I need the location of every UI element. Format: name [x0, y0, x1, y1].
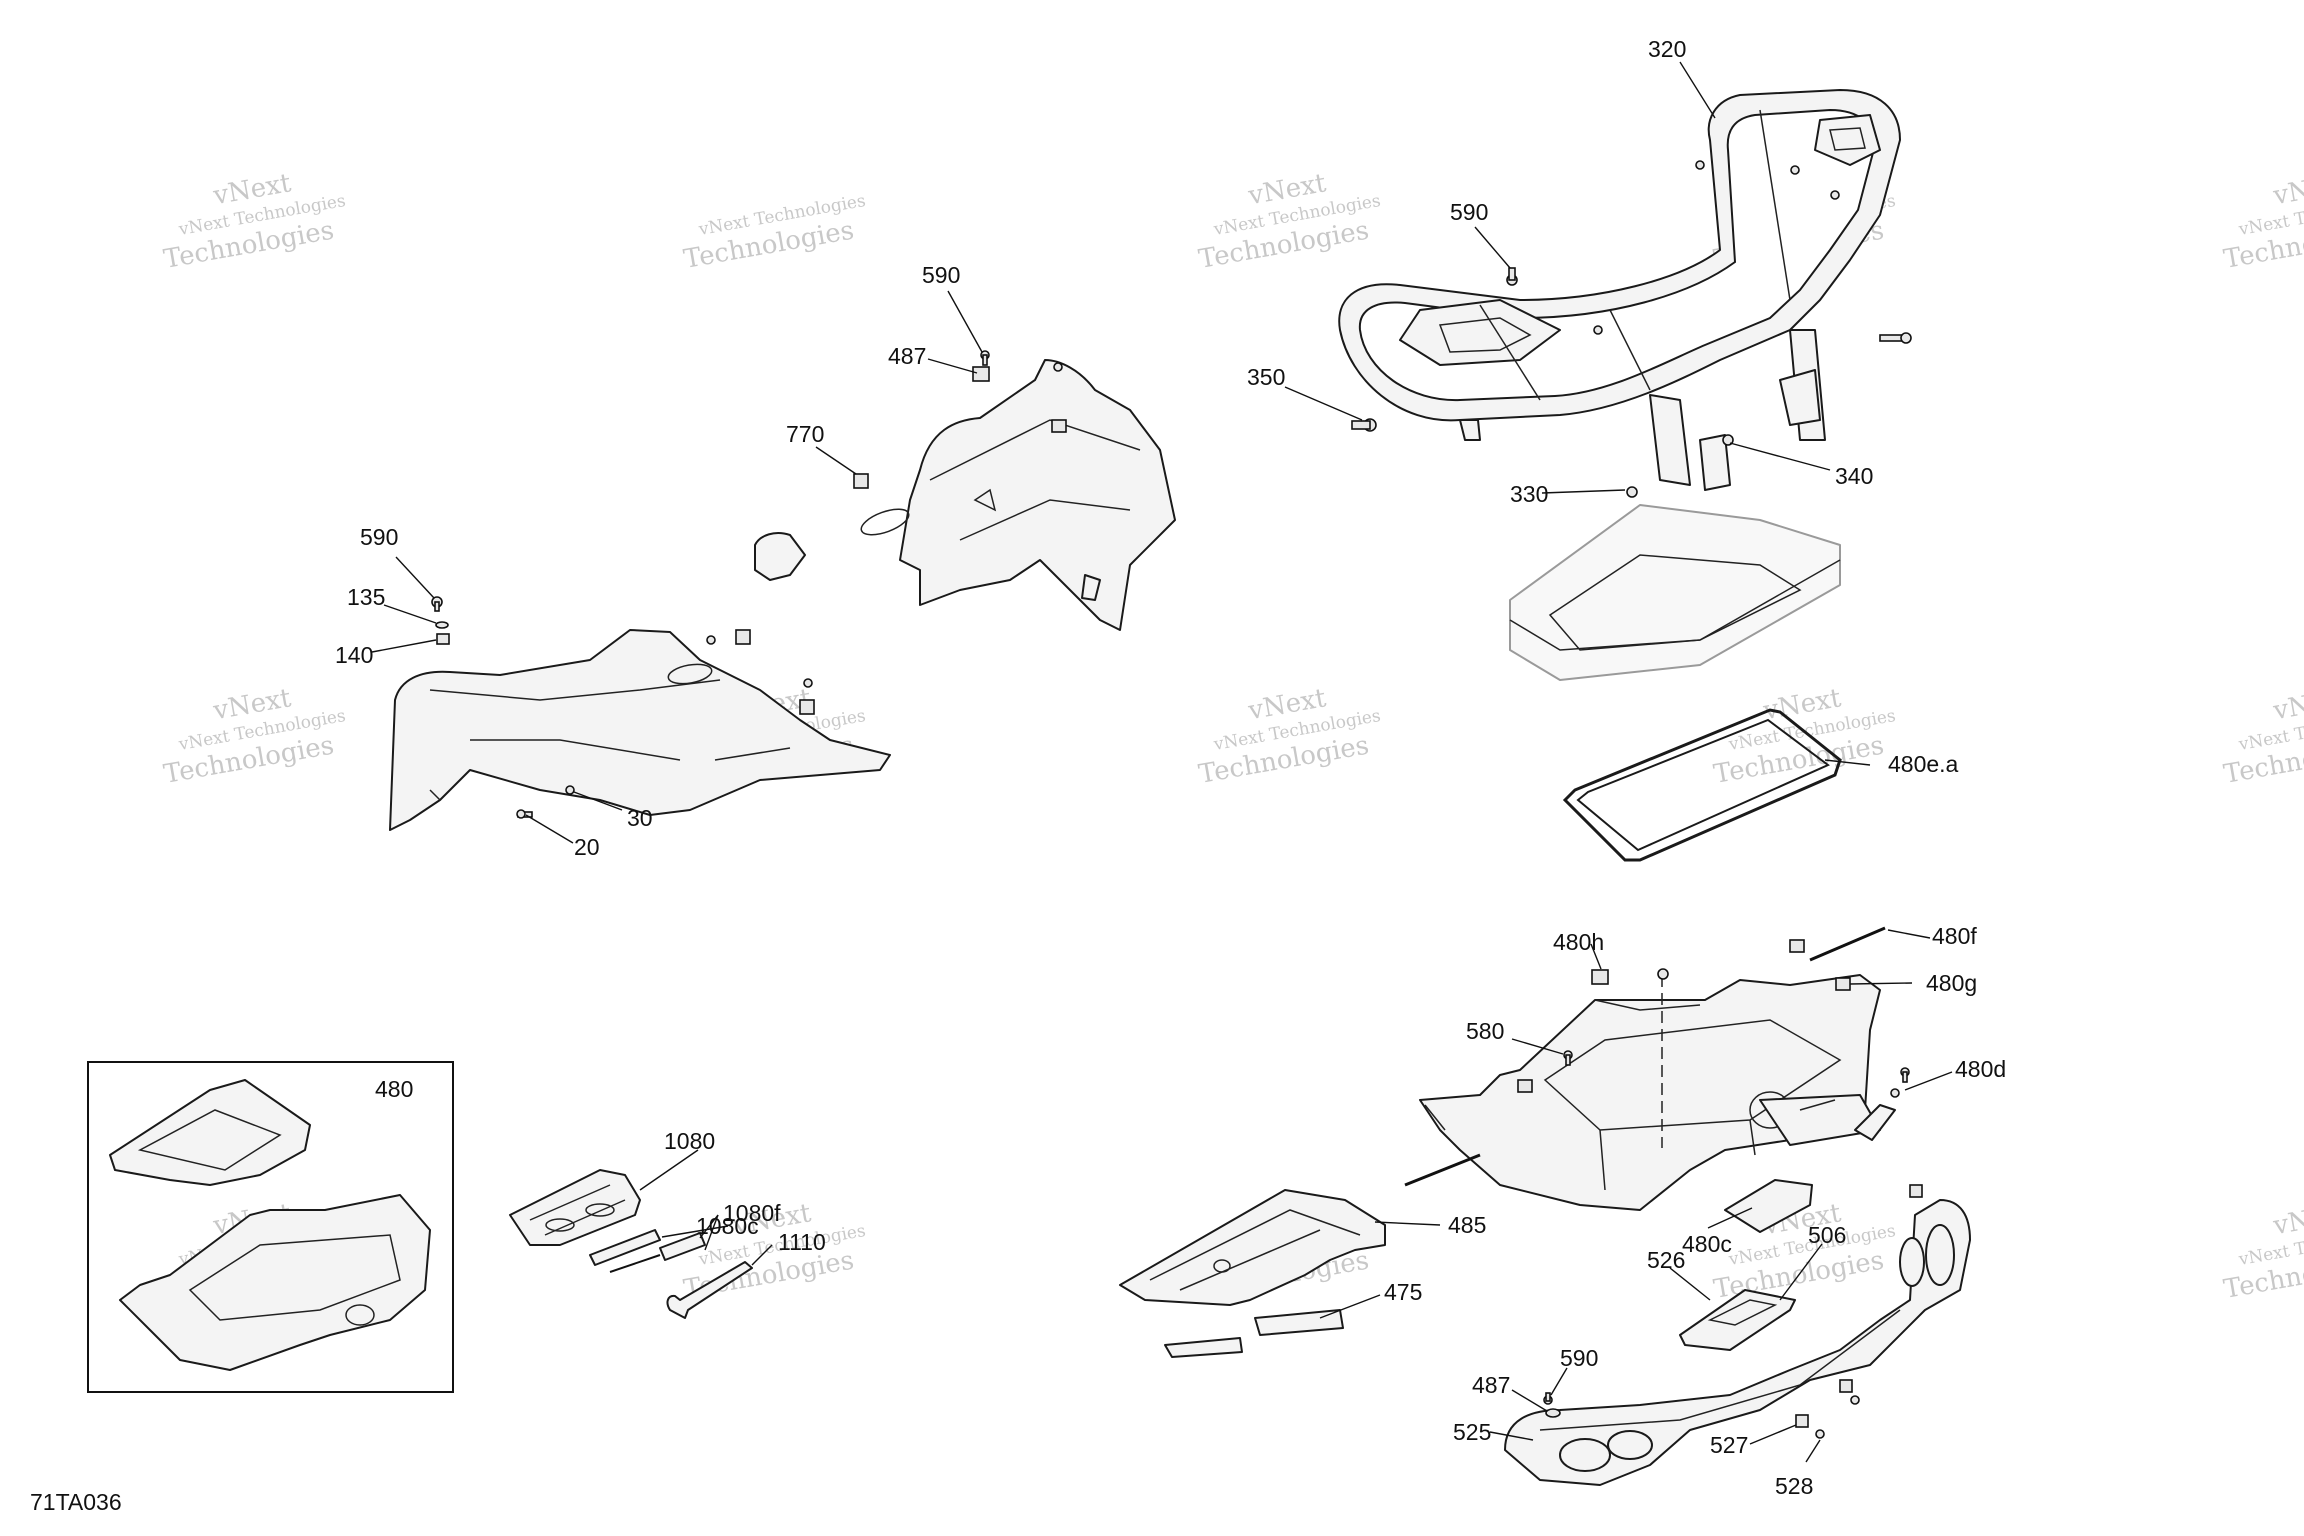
storage-tub: [1404, 926, 1910, 1233]
svg-text:vNext: vNext: [2270, 1198, 2304, 1241]
right-fender: [754, 350, 1176, 631]
pads: [1164, 1309, 1344, 1358]
callout-528: 528: [1775, 1473, 1813, 1499]
watermark: vNext vNext Technologies Technologies: [2222, 168, 2304, 275]
svg-text:vNext: vNext: [2270, 168, 2304, 211]
callout-20: 20: [574, 834, 600, 860]
callout-487: 487: [888, 343, 926, 369]
callout-340: 340: [1835, 463, 1873, 489]
callout-480h: 480h: [1553, 929, 1604, 955]
callout-1110: 1110: [778, 1229, 826, 1255]
seal-gasket: [1562, 708, 1842, 862]
callout-487: 487: [1472, 1372, 1510, 1398]
callout-590: 590: [1450, 199, 1488, 225]
callout-580: 580: [1466, 1018, 1504, 1044]
skid-plate: [1119, 1189, 1386, 1306]
watermark: vNext vNext Technologies Technologies: [162, 683, 348, 790]
watermark: vNext vNext Technologies Technologies: [1712, 683, 1898, 790]
callout-1080: 1080: [664, 1128, 715, 1154]
callout-485: 485: [1448, 1212, 1486, 1238]
svg-text:vNext: vNext: [2270, 683, 2304, 726]
callout-140: 140: [335, 642, 373, 668]
callout-350: 350: [1247, 364, 1285, 390]
left-fender: [389, 596, 891, 831]
callout-527: 527: [1710, 1432, 1748, 1458]
bracket-526: [1679, 1289, 1796, 1351]
watermark: vNext vNext Technologies Technologies: [1197, 168, 1383, 275]
callout-480c: 480c: [1682, 1231, 1732, 1257]
callouts: 320 590 350 330 340 480e.a 590 487 770 5…: [335, 36, 2006, 1499]
rear-bumper: [1504, 1184, 1971, 1486]
watermark: vNext vNext Technologies Technologies: [2222, 683, 2304, 790]
callout-135: 135: [347, 584, 385, 610]
callout-590: 590: [1560, 1345, 1598, 1371]
callout-475: 475: [1384, 1279, 1422, 1305]
callout-330: 330: [1510, 481, 1548, 507]
callout-770: 770: [786, 421, 824, 447]
callout-526: 526: [1647, 1247, 1685, 1273]
watermark: vNext Technologies Technologies: [682, 191, 868, 275]
callout-1080f: 1080f: [723, 1200, 781, 1226]
callout-525: 525: [1453, 1419, 1491, 1445]
watermark: vNext vNext Technologies Technologies: [1197, 683, 1383, 790]
tool-kit: [509, 1169, 753, 1319]
callout-320: 320: [1648, 36, 1686, 62]
callout-480: 480: [375, 1076, 413, 1102]
callout-30: 30: [627, 805, 653, 831]
inset-box-480: [87, 1061, 454, 1393]
callout-1080c: 1080c: [696, 1213, 759, 1239]
storage-bin-lid: [1509, 504, 1841, 681]
callout-590: 590: [360, 524, 398, 550]
callout-480f: 480f: [1932, 923, 1977, 949]
leader-lines: [371, 61, 1953, 1463]
callout-590: 590: [922, 262, 960, 288]
callout-480g: 480g: [1926, 970, 1977, 996]
diagram-id: 71TA036: [30, 1489, 122, 1515]
watermark: vNext vNext Technologies Technologies: [162, 168, 348, 275]
rear-rack: [1338, 89, 1912, 498]
callout-506: 506: [1808, 1222, 1846, 1248]
watermark: vNext vNext Technologies Technologies: [2222, 1198, 2304, 1305]
callout-480d: 480d: [1955, 1056, 2006, 1082]
callout-480ea: 480e.a: [1888, 751, 1959, 777]
